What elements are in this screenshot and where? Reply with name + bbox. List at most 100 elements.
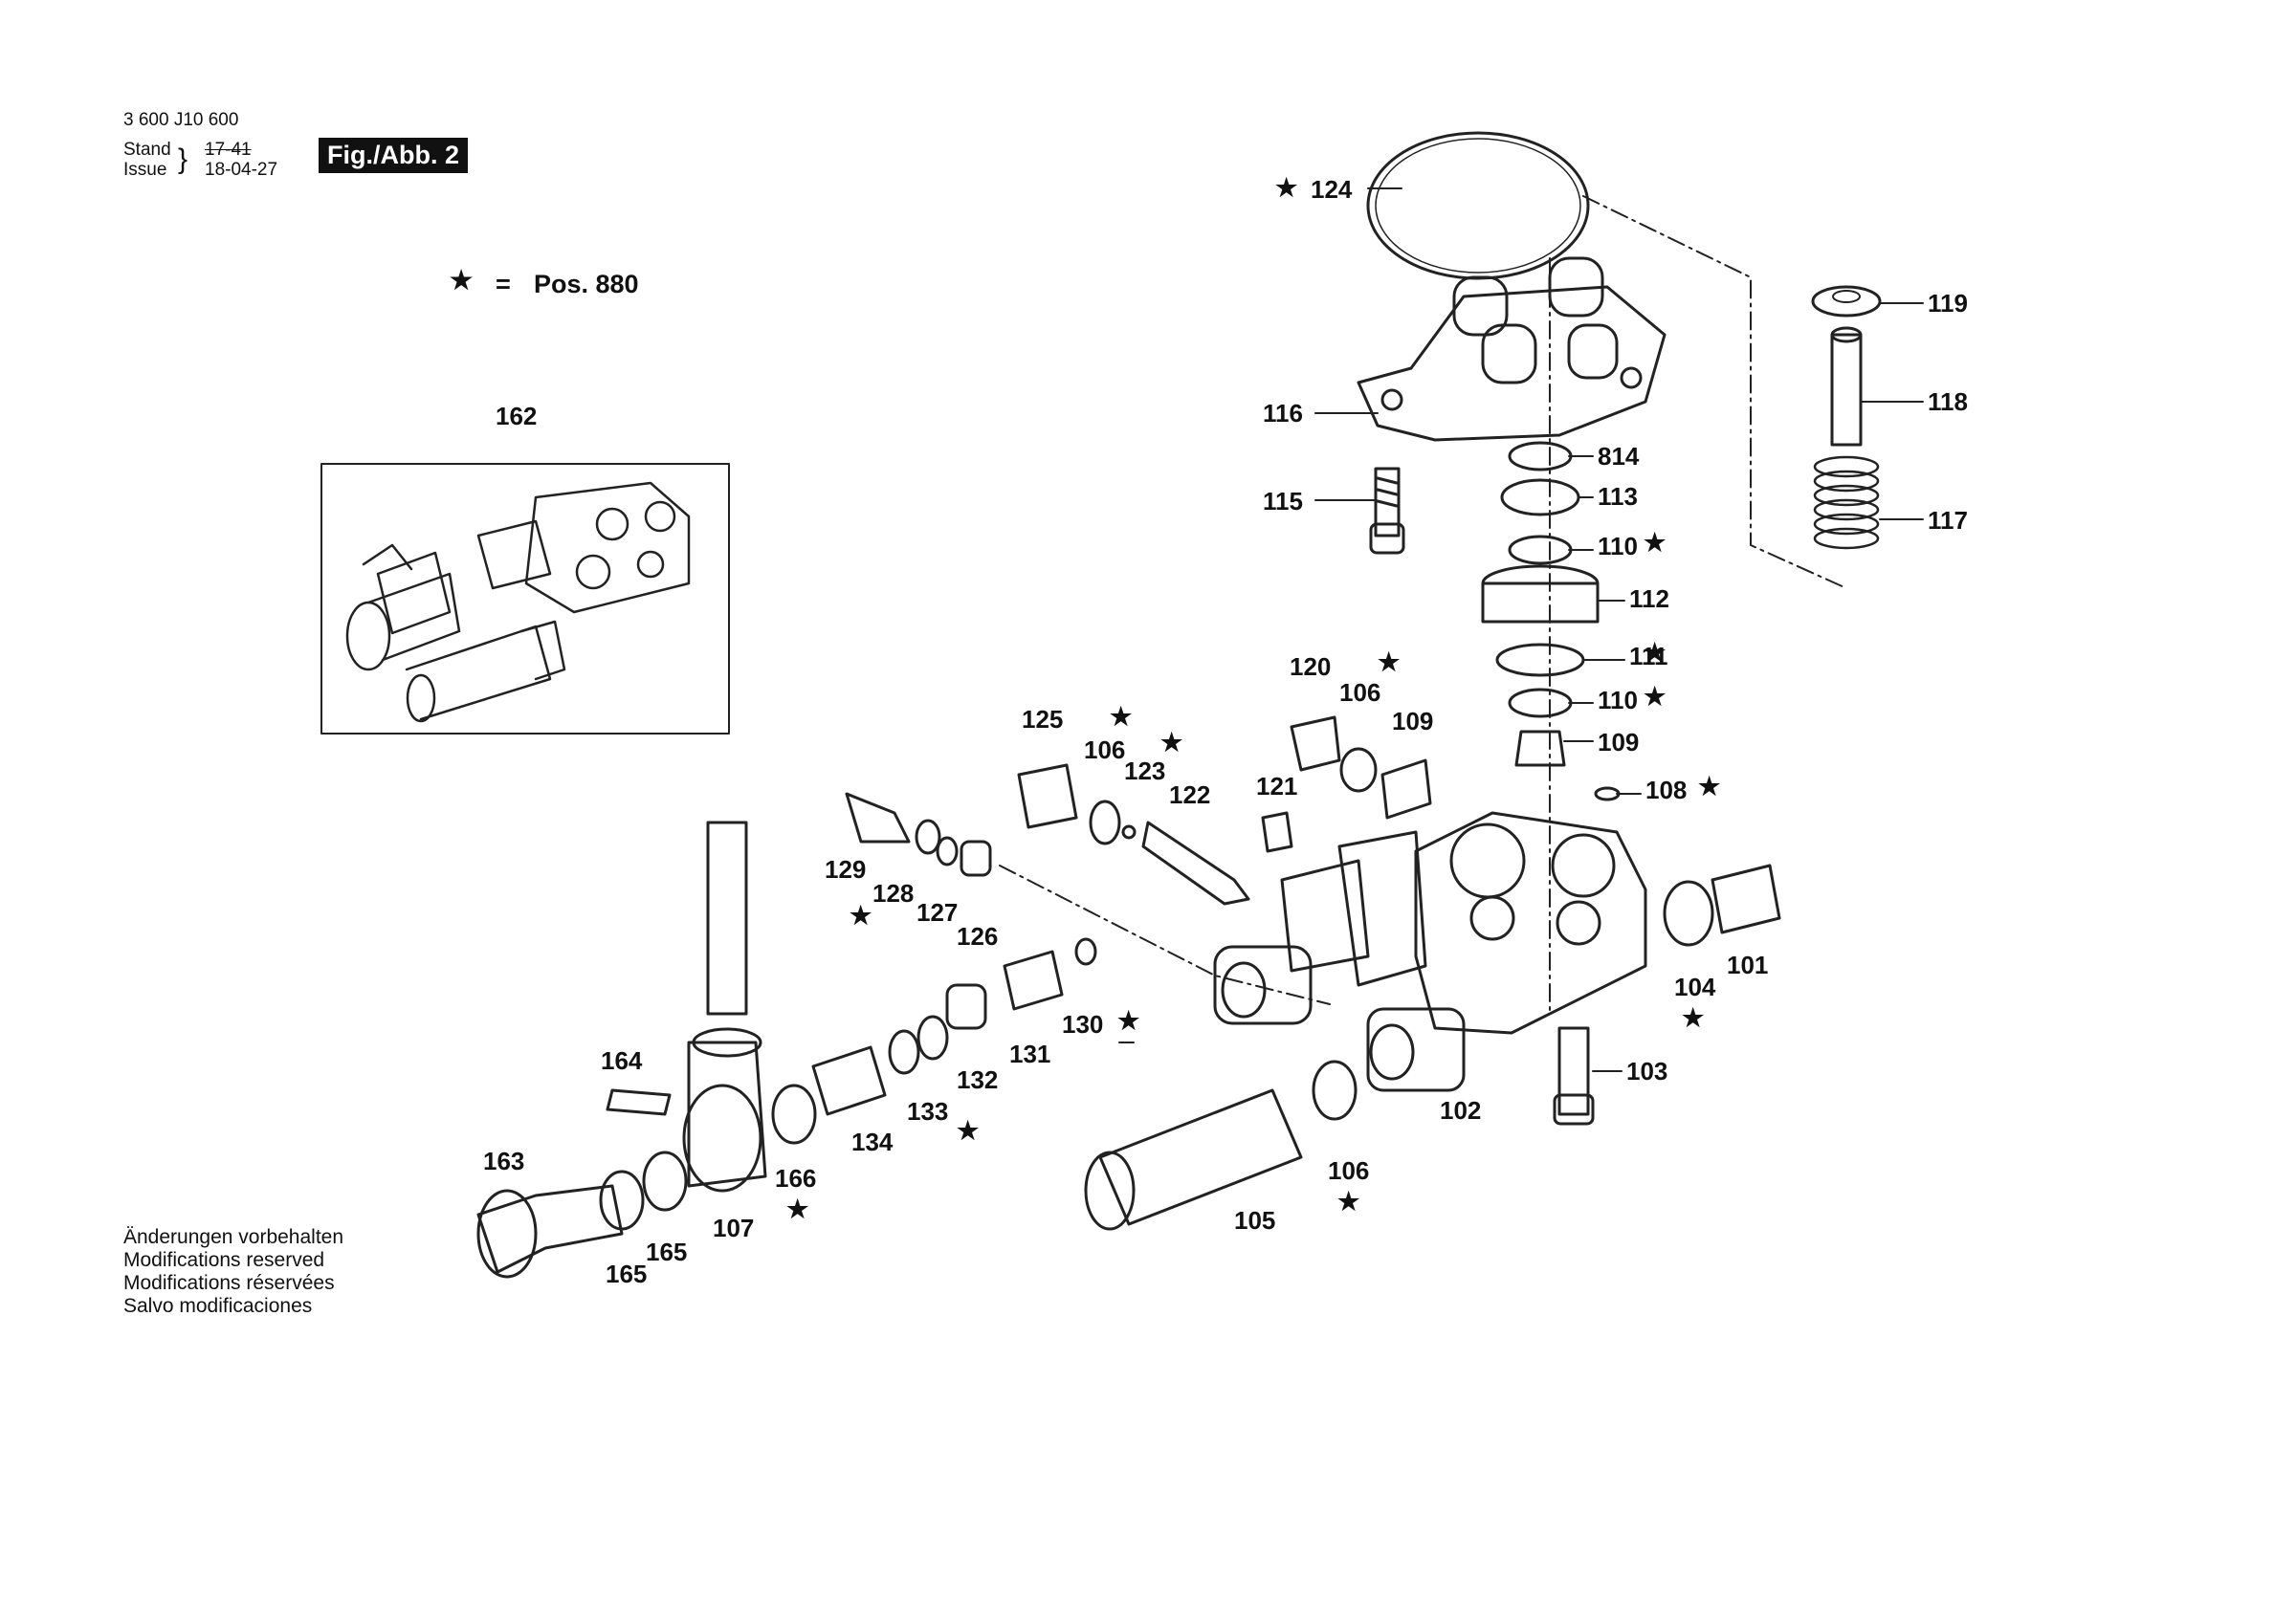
- part-132-spring: [945, 983, 987, 1030]
- star-icon-111: ★: [1644, 638, 1667, 667]
- part-label-127: 127: [916, 898, 959, 927]
- star-icon-123: ★: [1160, 728, 1183, 757]
- part-label-131: 131: [1009, 1040, 1051, 1068]
- part-label-106-lower: 106: [1328, 1156, 1370, 1185]
- part-126-spring: [960, 840, 992, 877]
- part-166-oring: [771, 1084, 817, 1145]
- stand-date: 17-41: [205, 140, 252, 160]
- star-icon-133: ★: [957, 1116, 980, 1145]
- stand-label: Stand: [123, 140, 171, 160]
- part-label-118: 118: [1928, 387, 1968, 416]
- star-icon-110-upper: ★: [1644, 528, 1667, 557]
- legend-star-icon: ★: [450, 266, 474, 295]
- part-label-164: 164: [601, 1046, 643, 1075]
- part-129-fitting: [845, 792, 911, 844]
- leader-lines: [1118, 187, 1924, 1072]
- part-122-valve-rod: [1141, 821, 1250, 906]
- part-130-ring: [1074, 937, 1097, 966]
- part-label-115: 115: [1263, 487, 1303, 515]
- part-163-plug: [476, 1184, 624, 1274]
- part-164-clip: [606, 1088, 672, 1116]
- part-label-117: 117: [1928, 506, 1968, 535]
- part-label-123: 123: [1124, 757, 1166, 785]
- part-134-valve: [811, 1045, 887, 1116]
- star-icon-108: ★: [1698, 772, 1721, 801]
- part-116-valve-head: [1357, 256, 1667, 442]
- part-124-oring: [1366, 131, 1590, 280]
- part-121-spring: [1261, 811, 1293, 853]
- part-label-105: 105: [1234, 1206, 1276, 1235]
- part-label-113: 113: [1598, 482, 1638, 511]
- part-118-pin: [1830, 333, 1863, 447]
- part-104-oring: [1663, 880, 1714, 947]
- part-label-106-upper: 106: [1339, 678, 1381, 707]
- part-label-165-b: 165: [646, 1238, 688, 1266]
- part-109-valve-lower: [1380, 758, 1432, 820]
- star-icon-130: ★: [1117, 1006, 1140, 1035]
- part-label-133: 133: [907, 1097, 949, 1126]
- part-label-110-lower: 110: [1598, 686, 1638, 714]
- part-814-seal: [1508, 441, 1573, 472]
- part-label-109-lower: 109: [1392, 707, 1434, 735]
- part-106-oring-lower: [1312, 1060, 1358, 1121]
- star-icon-128: ★: [850, 901, 872, 930]
- part-label-122: 122: [1169, 780, 1211, 809]
- star-icon-106-lower: ★: [1337, 1187, 1360, 1216]
- part-label-130: 130: [1062, 1010, 1104, 1039]
- part-125-plug: [1017, 763, 1078, 829]
- part-102-manifold: [1213, 811, 1647, 1092]
- part-label-121: 121: [1256, 772, 1298, 801]
- brace-icon: }: [178, 143, 188, 175]
- part-117-spring: [1813, 455, 1880, 550]
- footer-line-fr: Modifications réservées: [123, 1272, 335, 1294]
- part-label-107: 107: [713, 1214, 755, 1242]
- part-128-oring: [915, 819, 941, 855]
- legend-text: Pos. 880: [534, 270, 639, 298]
- part-label-104: 104: [1674, 973, 1716, 1001]
- part-label-166: 166: [775, 1164, 817, 1193]
- part-108-oring: [1594, 786, 1621, 801]
- part-133-oring-a: [916, 1015, 949, 1061]
- part-label-128: 128: [872, 879, 915, 908]
- part-label-111: 111: [1629, 642, 1668, 670]
- footer-line-en: Modifications reserved: [123, 1249, 325, 1271]
- issue-date: 18-04-27: [205, 160, 278, 180]
- part-label-116: 116: [1263, 399, 1303, 428]
- part-112-sleeve: [1481, 564, 1600, 624]
- footer-line-de: Änderungen vorbehalten: [123, 1226, 344, 1248]
- part-106-oring-upper: [1339, 747, 1378, 793]
- part-165-oring-b: [642, 1151, 688, 1212]
- centerline-side: [999, 865, 1331, 1005]
- star-icon-166: ★: [786, 1195, 809, 1223]
- star-icon-124: ★: [1275, 173, 1298, 202]
- part-127-ring: [936, 836, 959, 866]
- part-106-oring-mid: [1089, 800, 1121, 845]
- legend-equals: =: [496, 270, 511, 298]
- part-115-screw: [1369, 467, 1405, 555]
- part-label-126: 126: [957, 922, 999, 951]
- part-103-screw: [1557, 1026, 1590, 1116]
- figure-badge: Fig./Abb. 2: [319, 138, 468, 173]
- part-101-plug: [1711, 864, 1781, 934]
- star-icon-110-lower: ★: [1644, 682, 1667, 711]
- part-110-ring-lower: [1508, 688, 1573, 718]
- part-label-112: 112: [1629, 584, 1669, 613]
- part-113-seat: [1500, 478, 1580, 516]
- part-109-valve-upper: [1514, 730, 1566, 767]
- part-label-132: 132: [957, 1065, 999, 1094]
- part-label-134: 134: [851, 1128, 894, 1156]
- part-label-102: 102: [1440, 1096, 1482, 1125]
- part-label-162: 162: [496, 402, 538, 430]
- part-label-109-upper: 109: [1598, 728, 1640, 757]
- part-label-119: 119: [1928, 289, 1968, 318]
- part-label-101: 101: [1727, 951, 1769, 979]
- star-icon-125: ★: [1110, 702, 1133, 731]
- part-107-elbow: [687, 1041, 767, 1188]
- centerline-117: [1582, 195, 1847, 589]
- part-label-108: 108: [1645, 776, 1688, 804]
- part-label-106-mid: 106: [1084, 735, 1126, 764]
- part-label-814: 814: [1598, 442, 1640, 471]
- part-label-165-a: 165: [606, 1260, 648, 1288]
- part-label-129: 129: [825, 855, 867, 884]
- part-119-retainer: [1811, 285, 1882, 318]
